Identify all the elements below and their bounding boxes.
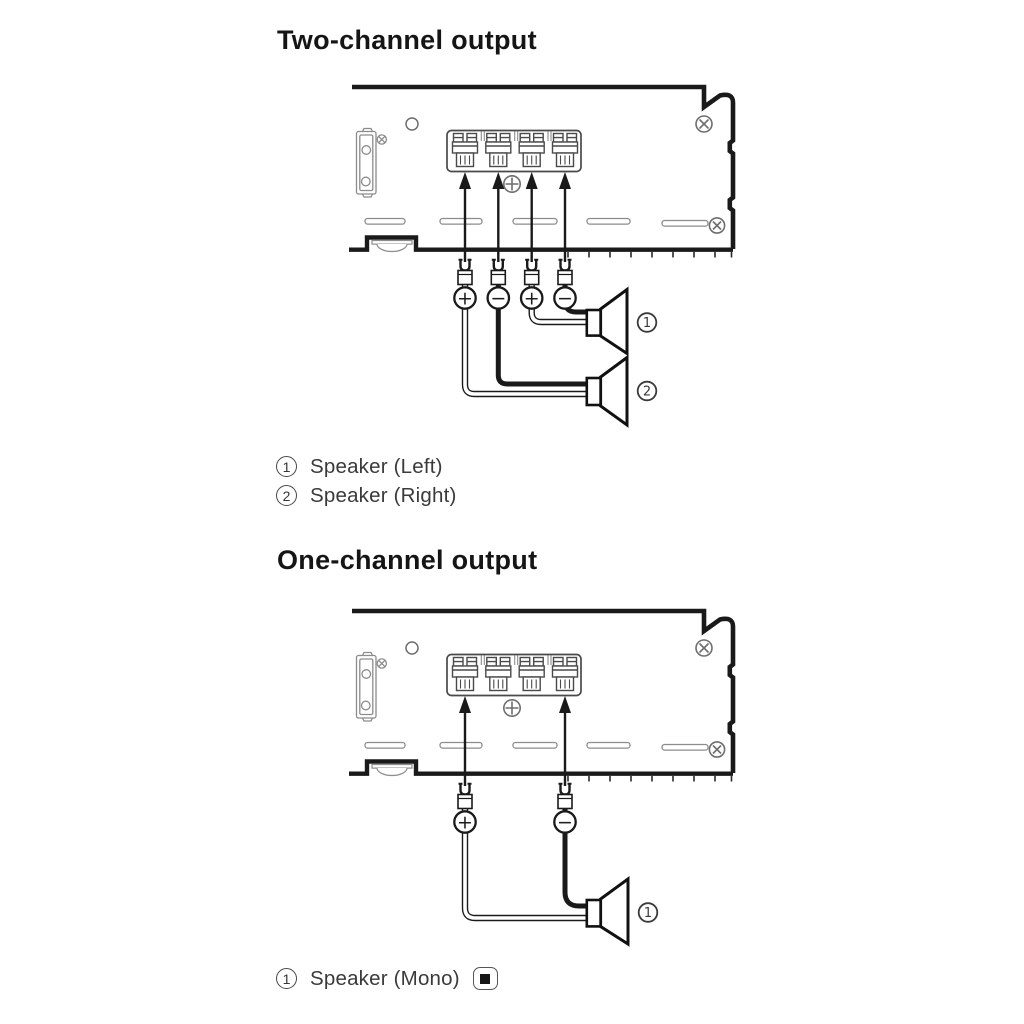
wire-negative xyxy=(562,808,589,909)
polarity-label: + xyxy=(457,288,473,310)
legend-two-channel: 1 Speaker (Left) 2 Speaker (Right) xyxy=(276,452,457,510)
amplifier-rear-panel xyxy=(349,87,733,258)
two-channel-wiring-diagram: + − + − 1 2 xyxy=(330,78,760,428)
wire-positive xyxy=(461,808,588,922)
section-title-two-channel: Two-channel output xyxy=(277,25,537,55)
callout-number: 1 xyxy=(644,906,652,921)
section-end-icon xyxy=(472,967,498,990)
spade-connectors xyxy=(456,257,574,286)
callout-badge-2: 2 xyxy=(276,485,297,506)
wire-negative-left xyxy=(495,285,588,387)
legend-one-channel: 1 Speaker (Mono) xyxy=(276,964,498,993)
callout-badge-1: 1 xyxy=(276,456,297,477)
callout-number: 1 xyxy=(643,316,651,331)
callout-number: 2 xyxy=(643,385,651,400)
polarity-markers xyxy=(453,286,577,310)
speaker-icon-mono xyxy=(585,876,630,947)
callout-circle-1 xyxy=(636,312,658,333)
callout-circle-1 xyxy=(637,902,659,923)
wire-positive-left xyxy=(461,285,588,398)
speaker-icon-right xyxy=(585,354,629,428)
legend-label: Speaker (Left) xyxy=(310,454,443,478)
callout-circle-2 xyxy=(636,380,658,402)
polarity-label: − xyxy=(557,288,573,310)
legend-item: 1 Speaker (Left) xyxy=(276,452,457,481)
polarity-markers xyxy=(453,810,577,834)
plus-terminal-icon xyxy=(519,286,544,310)
legend-label: Speaker (Right) xyxy=(310,483,457,507)
polarity-label: − xyxy=(490,288,506,310)
polarity-label: + xyxy=(524,288,540,310)
amplifier-rear-panel xyxy=(349,611,733,782)
plus-terminal-icon xyxy=(453,810,477,834)
polarity-label: − xyxy=(557,812,573,834)
legend-item: 1 Speaker (Mono) xyxy=(276,964,498,993)
minus-terminal-icon xyxy=(553,286,577,310)
legend-label: Speaker (Mono) xyxy=(310,966,460,990)
legend-item: 2 Speaker (Right) xyxy=(276,481,457,510)
minus-terminal-icon xyxy=(486,286,511,310)
minus-terminal-icon xyxy=(553,810,577,834)
polarity-label: + xyxy=(457,812,473,834)
wire-positive-right xyxy=(528,285,588,326)
callout-badge-1: 1 xyxy=(276,968,297,989)
section-title-one-channel: One-channel output xyxy=(277,545,538,575)
speaker-icon-left xyxy=(585,286,629,357)
plus-terminal-icon xyxy=(453,286,477,310)
one-channel-wiring-diagram: + − 1 xyxy=(330,597,760,947)
spade-connectors xyxy=(456,781,574,810)
